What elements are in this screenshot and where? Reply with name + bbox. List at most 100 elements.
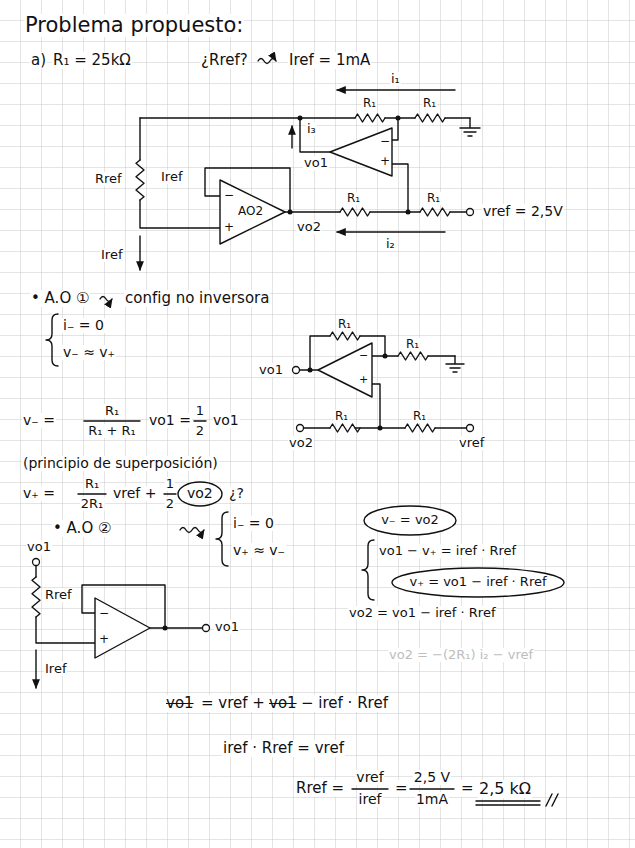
note-text: 1 [165, 477, 175, 491]
note-text: vo2 = −(2R₁) i₂ − vref [388, 648, 534, 662]
note-text: Rref [94, 172, 123, 186]
equation-text: v₋ = vo2 [381, 513, 439, 527]
note-text: vo1 [26, 540, 52, 554]
note-text: v₋ ≈ v₊ [62, 345, 116, 360]
note-text: R₁ [426, 192, 441, 205]
terminal [293, 367, 300, 374]
terminal [33, 559, 40, 566]
terminal [467, 425, 474, 432]
note-text: vo1 [214, 620, 240, 634]
opamp-text: AO2 [238, 205, 263, 218]
note-text: vo1 [268, 695, 298, 712]
note-text: • A.O ② [52, 520, 112, 537]
junction-dot [406, 210, 411, 215]
opamp-text: − [224, 189, 234, 202]
opamp-text: − [380, 135, 390, 148]
result-mark [546, 794, 558, 806]
equation-text: v₊ = vo1 − iref · Rref [409, 575, 546, 589]
opamp-text: + [359, 374, 368, 386]
wire [285, 211, 466, 212]
opamp-triangle: −+ [318, 343, 372, 397]
resistor-symbol [340, 208, 370, 216]
note-text: R₁ + R₁ [87, 424, 137, 438]
wire [150, 627, 202, 628]
note-text: Iref [160, 170, 183, 184]
resistor-symbol [136, 160, 144, 200]
resistor-symbol [420, 208, 450, 216]
note-text: 2 [165, 497, 175, 511]
note-text: a) [30, 52, 47, 69]
terminal [297, 425, 304, 432]
opamp-text: + [380, 155, 390, 168]
junction-dot [378, 426, 383, 431]
note-text: vo2 [186, 486, 214, 501]
note-text: 2R₁ [80, 497, 105, 511]
resistor-symbol [32, 577, 40, 617]
note-text: Iref [100, 248, 123, 262]
note-text: ¿Rref? [200, 52, 249, 69]
opamp-outline [95, 598, 150, 658]
note-text: vo1 [303, 156, 329, 170]
current-arrow [337, 231, 445, 232]
double-underline [476, 801, 540, 805]
opamp-text: + [99, 633, 109, 646]
note-text: 2,5 V [413, 770, 451, 785]
note-text: = vref + [200, 695, 266, 712]
junction-dot [288, 210, 293, 215]
note-text: vo2 = vo1 − iref · Rref [348, 606, 496, 620]
opamp-outline [318, 343, 372, 397]
resistor-symbol [415, 114, 445, 122]
current-arrow [291, 126, 292, 148]
terminal [467, 209, 474, 216]
note-text: • A.O ① [30, 290, 90, 307]
note-text: v₊ ≈ v₋ [232, 543, 286, 558]
wire [36, 566, 95, 643]
note-text: 2,5 kΩ [478, 780, 532, 798]
circled-equation: v₋ = vo2 [363, 505, 457, 536]
note-text: vo2 [296, 220, 322, 234]
note-text: Iref = 1mA [288, 52, 371, 69]
terminal [203, 625, 210, 632]
note-text: 2 [195, 424, 205, 438]
note-text: vo1 = [148, 413, 192, 428]
note-text: vo2 [288, 436, 314, 450]
note-text: i₋ = 0 [62, 318, 105, 333]
note-text: − iref · Rref [300, 695, 389, 712]
note-text: v₊ = [22, 486, 56, 501]
squiggle-arrow [258, 59, 276, 64]
note-text: R₁ [362, 97, 377, 110]
resistor-symbol [330, 332, 360, 340]
note-text: R₁ [412, 410, 427, 423]
wire [392, 164, 408, 212]
circle-mark [178, 482, 222, 506]
note-text: iref · Rref = vref [222, 740, 345, 757]
resistor-symbol [355, 114, 385, 122]
ellipse-outline [392, 568, 564, 597]
note-text: R₁ [422, 97, 437, 110]
note-text: = [394, 780, 409, 797]
ellipse-outline [364, 506, 456, 535]
note-text: vo1 − v₊ = iref · Rref [378, 544, 517, 558]
note-text: vref + [112, 486, 157, 501]
opamp-triangle: −AO2 + [220, 180, 285, 244]
note-text: (principio de superposición) [22, 456, 219, 471]
opamp-text: − [99, 607, 109, 620]
note-text: 1 [195, 404, 205, 418]
junction-dot [308, 368, 313, 373]
squiggle-arrow [100, 297, 112, 302]
brace [362, 540, 374, 600]
page-title: Problema propuesto: [24, 14, 244, 37]
ground-symbol [460, 118, 480, 136]
current-arrow [139, 236, 140, 270]
opamp-text: + [224, 221, 234, 234]
note-text: vo1 [165, 695, 195, 712]
note-text: R₁ [104, 404, 120, 418]
note-text: vref [458, 436, 485, 450]
note-text: i₃ [306, 122, 317, 136]
note-text: Rref [44, 588, 73, 602]
note-text: i₂ [385, 237, 396, 251]
junction-dot [383, 354, 388, 359]
current-arrow [337, 89, 455, 90]
